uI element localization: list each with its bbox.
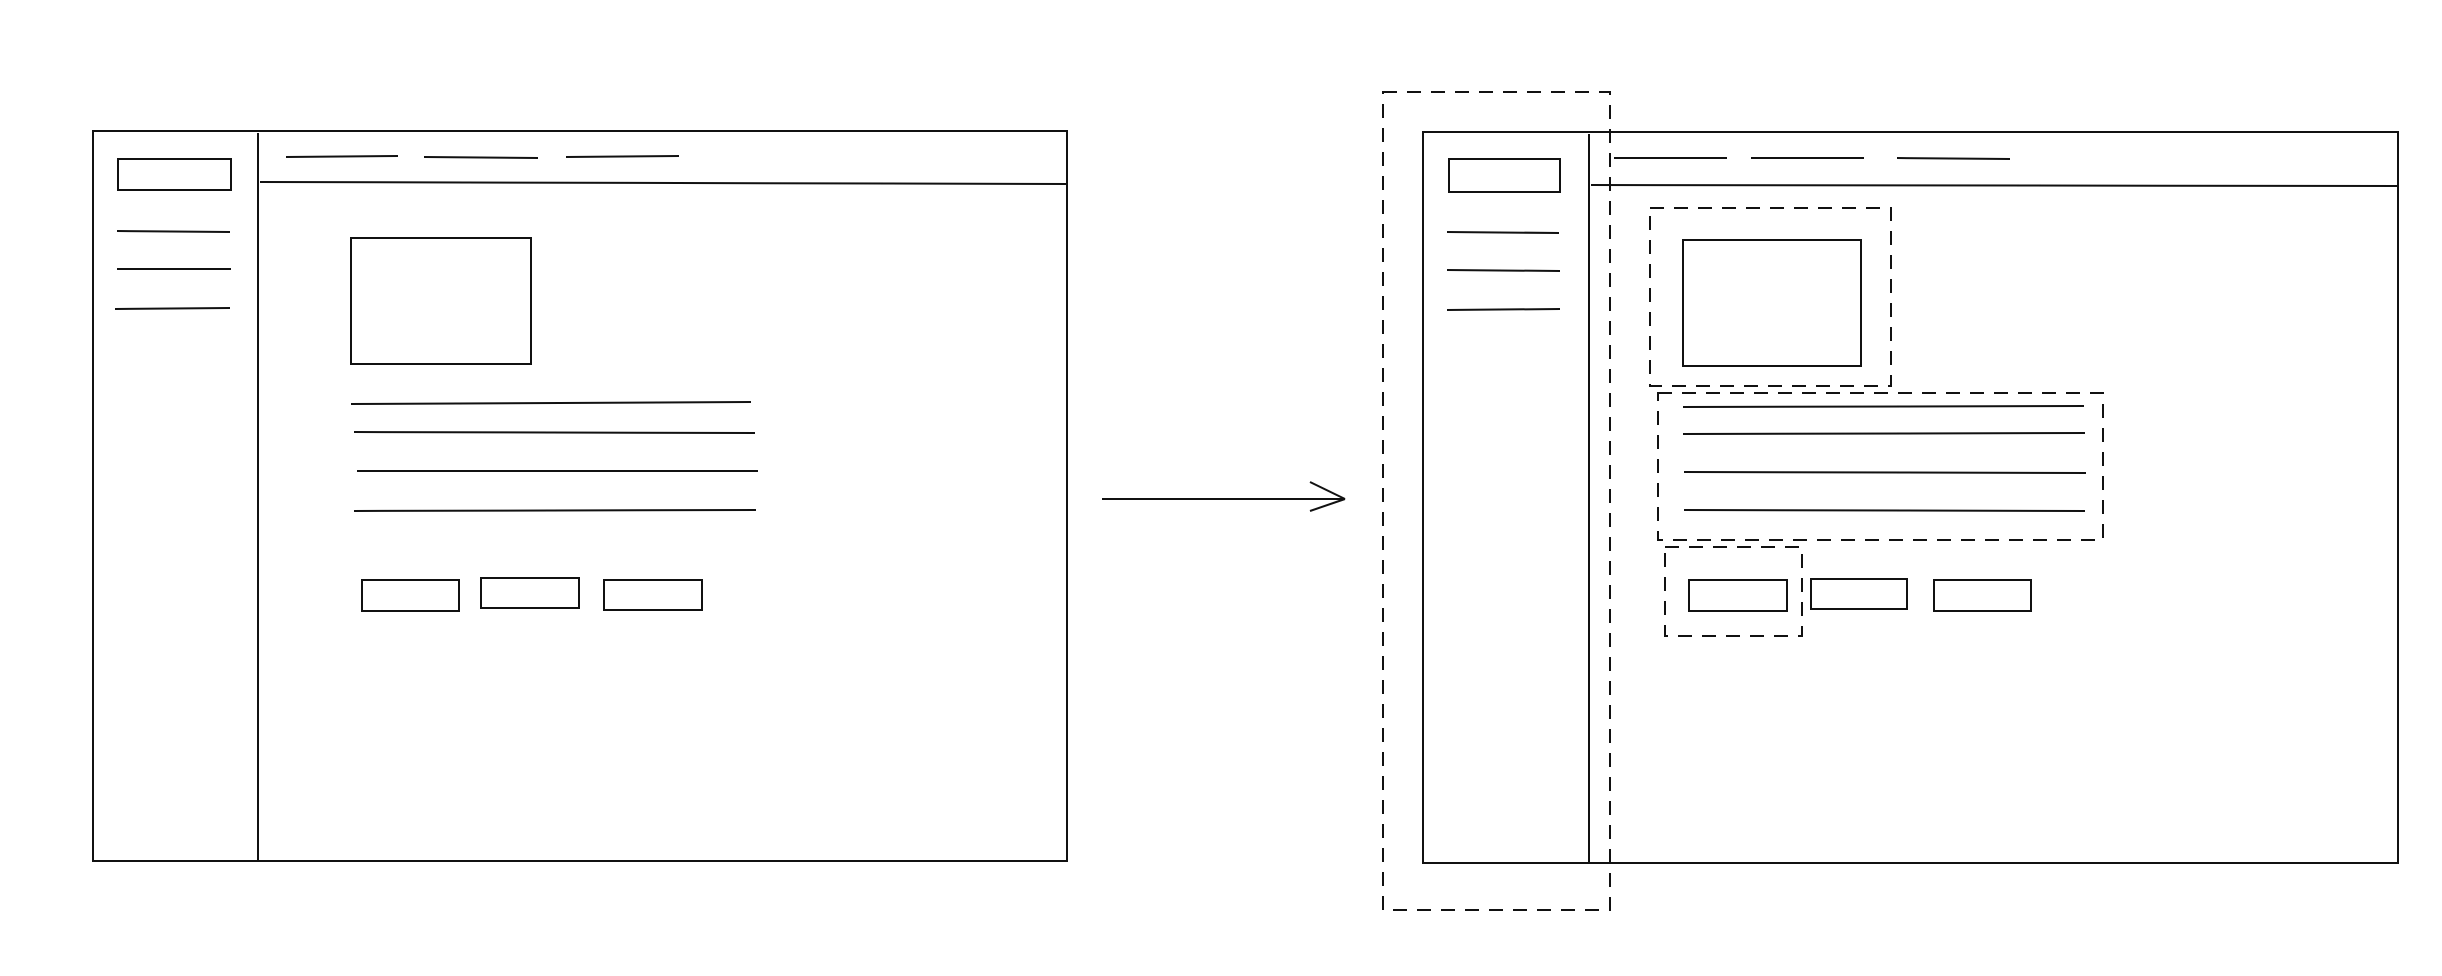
arrow-right-icon xyxy=(1102,481,1346,512)
sidebar-menu-line xyxy=(1446,269,1561,272)
content-text-line xyxy=(1683,471,2087,474)
top-nav-item xyxy=(1896,157,2011,160)
after-wireframe xyxy=(1382,91,2399,911)
window-outline xyxy=(1422,131,2399,864)
image-placeholder xyxy=(350,237,532,365)
content-text-line xyxy=(1683,509,2086,512)
top-nav-item xyxy=(285,155,399,158)
image-placeholder xyxy=(1682,239,1862,367)
button-placeholder xyxy=(480,577,580,609)
sidebar-menu-line xyxy=(114,307,231,310)
button-placeholder xyxy=(1933,579,2032,612)
sidebar-menu-line xyxy=(116,230,231,233)
image-block-highlight xyxy=(1649,207,1892,387)
arrow-head-top xyxy=(1309,481,1346,500)
button-placeholder xyxy=(1688,579,1788,612)
sidebar-menu-line xyxy=(1446,308,1561,311)
top-nav-item xyxy=(565,155,680,158)
window-outline xyxy=(92,130,1068,862)
sidebar-logo-placeholder xyxy=(1448,158,1561,193)
first-button-block-highlight xyxy=(1664,546,1803,637)
before-wireframe xyxy=(92,130,1068,862)
content-text-line xyxy=(1682,432,2086,435)
sidebar-region-highlight xyxy=(1382,91,1611,911)
button-placeholder xyxy=(361,579,460,612)
sidebar-logo-placeholder xyxy=(117,158,232,191)
topbar-divider xyxy=(1590,184,2399,187)
top-nav-item xyxy=(423,156,539,159)
text-lines-block-highlight xyxy=(1657,392,2104,541)
button-placeholder xyxy=(603,579,703,611)
button-placeholder xyxy=(1810,578,1908,610)
content-text-line xyxy=(353,509,757,512)
content-text-line xyxy=(353,431,756,434)
arrow-head-bottom xyxy=(1309,498,1346,512)
content-text-line xyxy=(350,401,752,405)
content-text-line xyxy=(1682,405,2085,408)
topbar-divider xyxy=(259,181,1068,185)
sidebar-menu-line xyxy=(1446,231,1560,234)
